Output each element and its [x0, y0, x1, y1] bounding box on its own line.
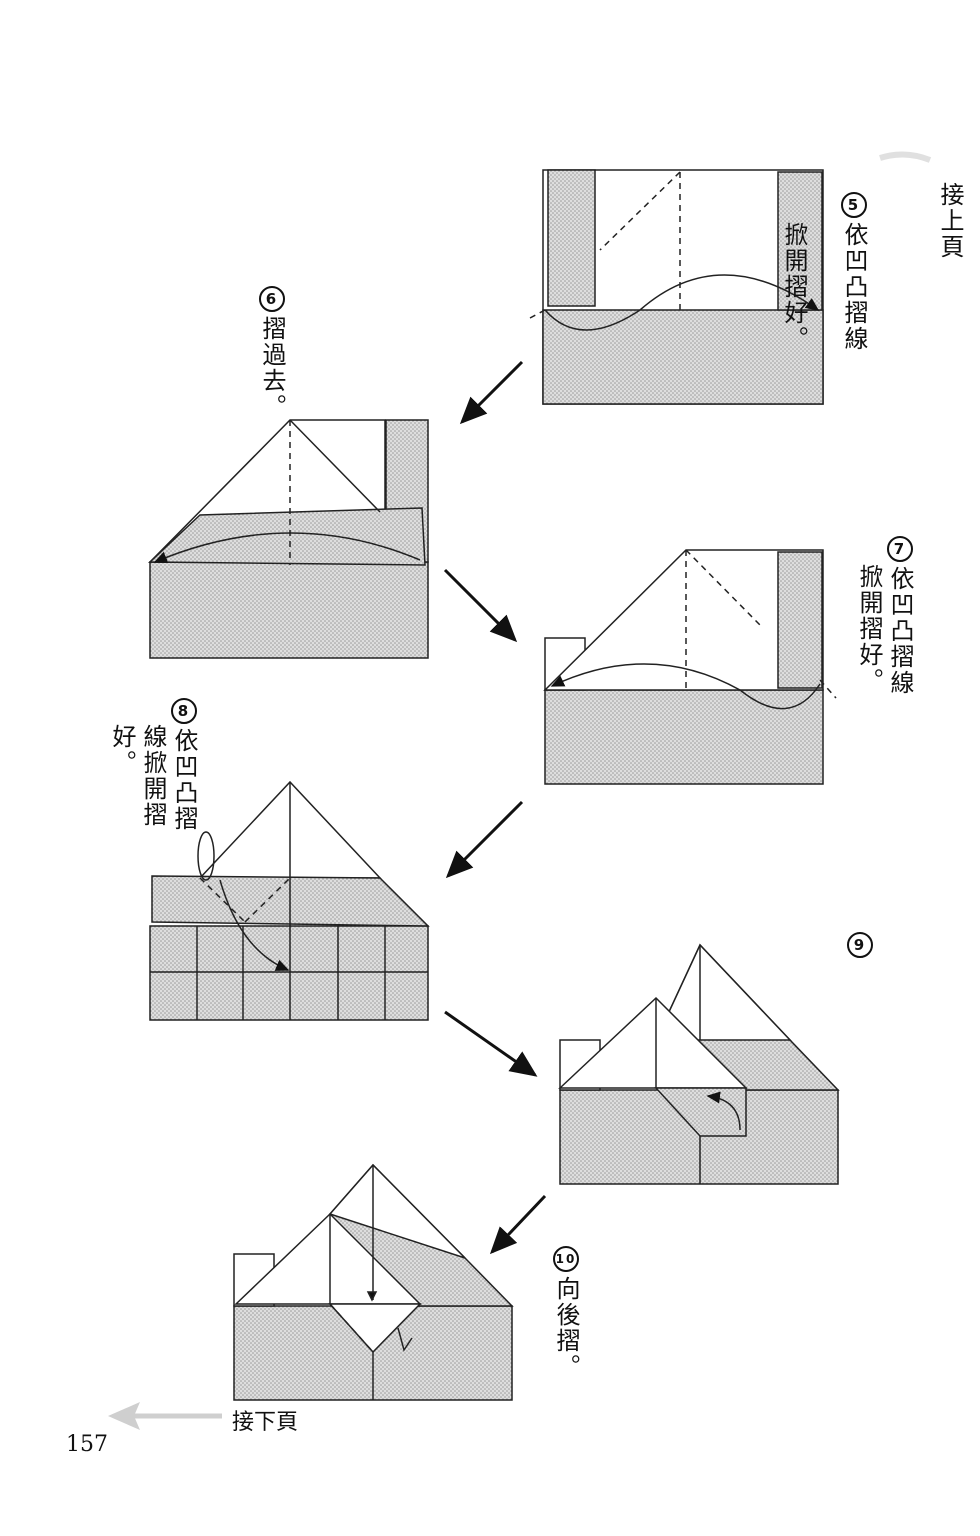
step10-instruction: 10向後摺。: [552, 1246, 580, 1380]
step9-number: 9: [847, 932, 873, 958]
step9-figure: [558, 943, 840, 1185]
step5-figure: [529, 169, 824, 405]
arrow-6-to-7: [443, 568, 518, 643]
arrow-7-to-8: [445, 800, 524, 879]
step7-instruction-line2: 掀開摺好。: [855, 564, 883, 694]
next-page-arrow: [108, 1402, 222, 1430]
step9-instruction: 9: [846, 932, 874, 962]
step8-instruction-line3: 好。: [108, 724, 136, 776]
step10-number: 10: [553, 1246, 579, 1272]
arrow-5-to-6: [459, 360, 524, 425]
step5-instruction: 5依凹凸摺線: [840, 192, 868, 352]
step7-number: 7: [887, 536, 913, 562]
continue-from-label: 接上頁: [936, 182, 964, 260]
step8-number: 8: [171, 698, 197, 724]
step7-instruction: 7依凹凸摺線: [886, 536, 914, 696]
step6-figure: [148, 419, 429, 659]
step10-figure: [233, 1163, 514, 1401]
step6-instruction: 6摺過去。: [258, 286, 286, 420]
step5-number: 5: [841, 192, 867, 218]
step6-number: 6: [259, 286, 285, 312]
continue-to-label: 接下頁: [232, 1410, 299, 1435]
prev-page-arrow: [879, 151, 932, 163]
arrow-8-to-9: [444, 1010, 538, 1077]
step7-figure: [543, 549, 837, 785]
arrow-9-to-10: [489, 1194, 547, 1255]
step8-figure: [149, 780, 430, 1021]
step5-instruction-line2: 掀開摺好。: [780, 222, 808, 352]
page-number: 157: [66, 1432, 108, 1457]
step8-instruction: 8依凹凸摺: [170, 698, 198, 832]
step8-instruction-line2: 線掀開摺: [139, 724, 167, 828]
